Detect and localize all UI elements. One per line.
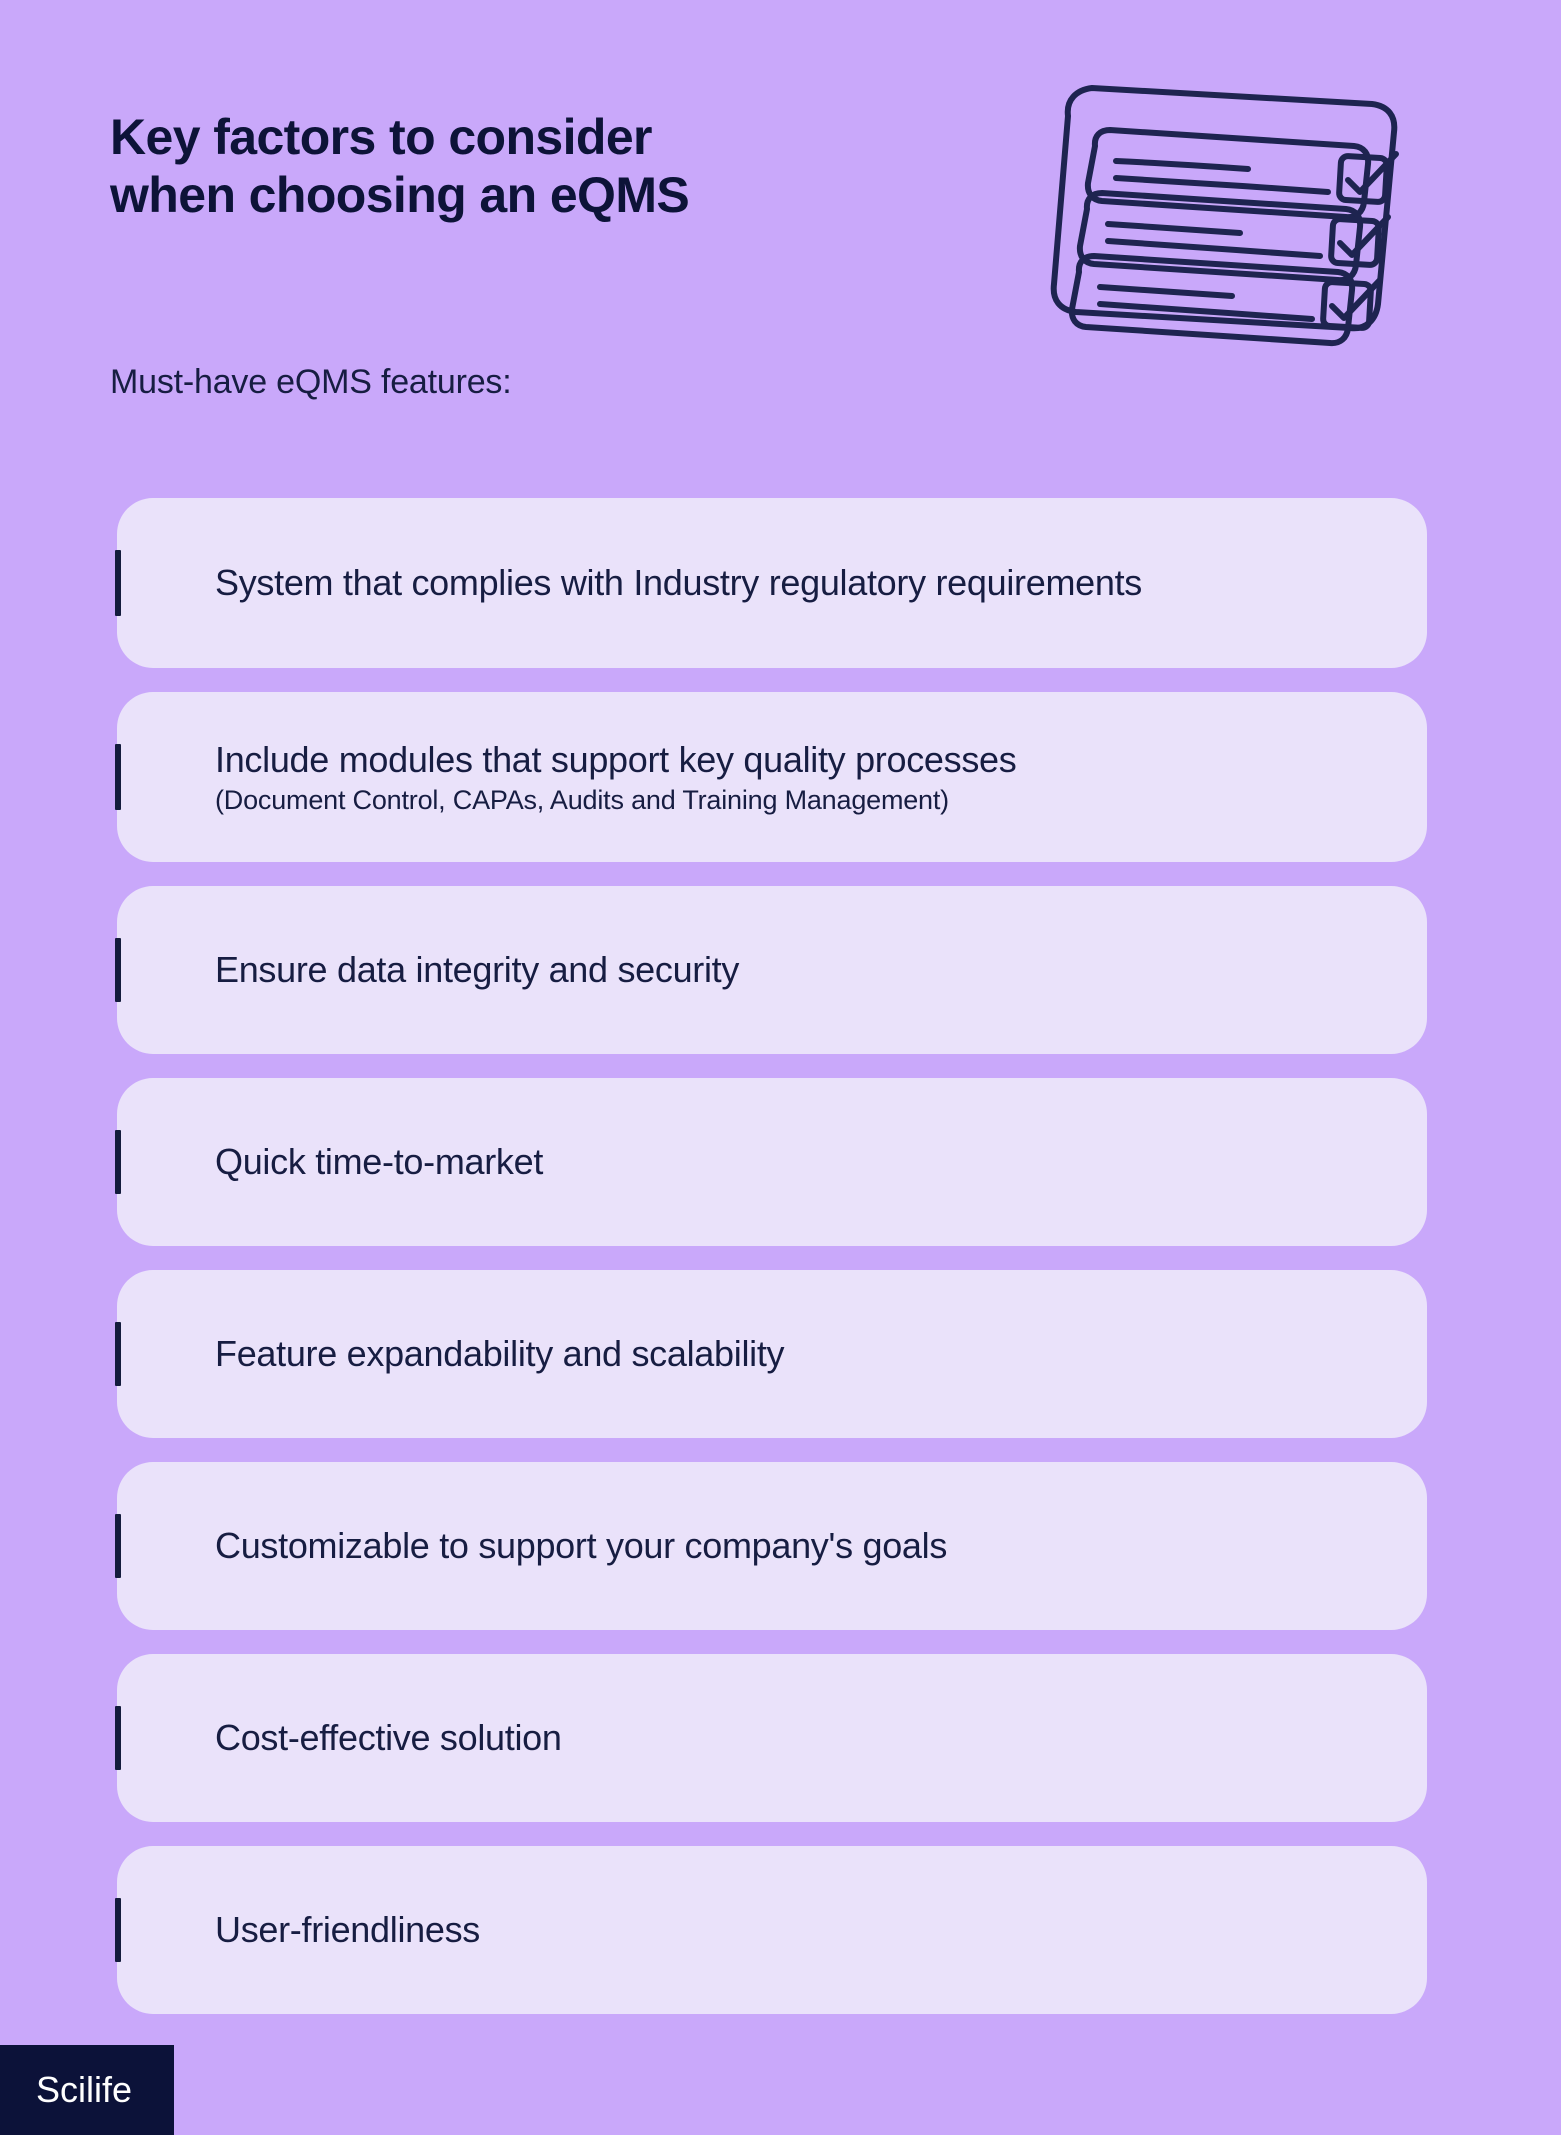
list-item-label: Cost-effective solution [215, 1717, 562, 1759]
accent-bar [115, 1322, 121, 1386]
list-item-sublabel: (Document Control, CAPAs, Audits and Tra… [215, 785, 949, 816]
accent-bar [115, 1514, 121, 1578]
list-item[interactable]: Customizable to support your company's g… [115, 1462, 1427, 1630]
list-item-label: Feature expandability and scalability [215, 1333, 785, 1375]
list-item-label: User-friendliness [215, 1909, 480, 1951]
list-item[interactable]: System that complies with Industry regul… [115, 498, 1427, 668]
list-item[interactable]: Include modules that support key quality… [115, 692, 1427, 862]
list-item-label: Quick time-to-market [215, 1141, 544, 1183]
list-item[interactable]: Cost-effective solution [115, 1654, 1427, 1822]
list-item-label: Ensure data integrity and security [215, 949, 740, 991]
header: Key factors to consider when choosing an… [0, 0, 1561, 401]
accent-bar [115, 938, 121, 1002]
scilife-logo[interactable]: Scilife [0, 2045, 174, 2135]
list-item-label: Customizable to support your company's g… [215, 1525, 948, 1567]
accent-bar [115, 1898, 121, 1962]
list-item[interactable]: Ensure data integrity and security [115, 886, 1427, 1054]
page-title: Key factors to consider when choosing an… [110, 109, 690, 223]
accent-bar [115, 1706, 121, 1770]
accent-bar [115, 1130, 121, 1194]
checklist-icon [1040, 68, 1420, 358]
list-item-label: Include modules that support key quality… [215, 739, 1017, 781]
logo-text: Scilife [36, 2069, 133, 2110]
list-item-label: System that complies with Industry regul… [215, 562, 1142, 604]
subtitle: Must-have eQMS features: [110, 363, 512, 401]
features-list: System that complies with Industry regul… [115, 498, 1427, 2038]
list-item[interactable]: Feature expandability and scalability [115, 1270, 1427, 1438]
list-item[interactable]: User-friendliness [115, 1846, 1427, 2014]
list-item[interactable]: Quick time-to-market [115, 1078, 1427, 1246]
accent-bar [115, 744, 121, 810]
accent-bar [115, 550, 121, 616]
